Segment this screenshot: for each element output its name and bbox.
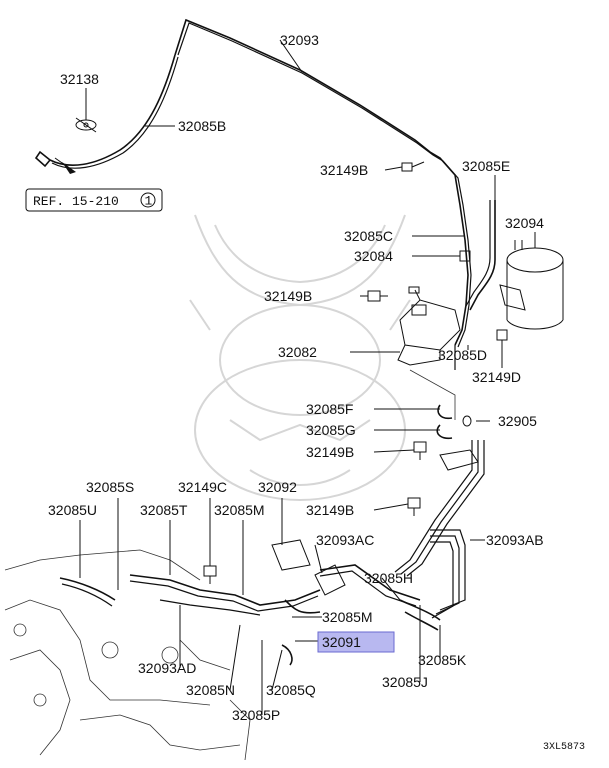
footer-code: 3XL5873 [543,742,585,753]
pipe-32093 [174,18,469,346]
label-32085E[interactable]: 32085E [462,158,510,174]
label-32149B-bottom[interactable]: 32149B [306,502,354,518]
label-32093AB[interactable]: 32093AB [486,532,544,548]
bolt-32149D [496,329,508,348]
clip-32138 [75,117,97,133]
label-32085J[interactable]: 32085J [382,674,428,690]
bolt-32149B-mid [367,290,388,302]
label-32084[interactable]: 32084 [354,248,393,264]
watermark-logo [189,214,411,501]
label-32085B[interactable]: 32085B [178,118,226,134]
engine-block [4,549,251,761]
pipe-bundle-32093AB [394,440,485,619]
label-32085P[interactable]: 32085P [232,707,280,723]
label-32085N[interactable]: 32085N [186,682,235,698]
bolt-32149C [203,565,217,584]
hose-32085K [404,611,439,631]
label-32149B-top[interactable]: 32149B [320,162,368,178]
bracket-32092 [271,539,311,571]
hose-32085M-low [284,599,321,614]
ref-box: REF. 15-210 1 [25,188,163,212]
label-32149B-mid[interactable]: 32149B [264,288,312,304]
label-32091[interactable]: 32091 [322,634,361,650]
label-32085M-low[interactable]: 32085M [322,609,373,625]
solenoid-32082 [397,286,461,366]
label-32085C[interactable]: 32085C [344,228,393,244]
label-32085T[interactable]: 32085T [140,502,188,518]
label-32085M-top[interactable]: 32085M [214,502,265,518]
label-32138[interactable]: 32138 [60,71,99,87]
hose-32085F [437,404,453,420]
label-32082[interactable]: 32082 [278,344,317,360]
label-32085D[interactable]: 32085D [438,347,487,363]
label-32085Q[interactable]: 32085Q [266,682,316,698]
label-32093AC[interactable]: 32093AC [316,532,374,548]
label-32085K[interactable]: 32085K [418,652,467,668]
hose-32085B [49,54,176,166]
ref-circle-number: 1 [145,194,153,209]
hose-32085U [59,577,116,601]
label-32085G[interactable]: 32085G [306,422,356,438]
oring-32905 [462,415,472,427]
hose-32085G [436,424,453,440]
hose-32085E [469,200,496,311]
bolt-32149B-low [413,441,427,460]
label-32085H[interactable]: 32085H [364,570,413,586]
canister-32094 [499,240,564,330]
hose-32085Q [281,644,293,666]
label-32092[interactable]: 32092 [258,479,297,495]
label-32149C[interactable]: 32149C [178,479,227,495]
pipe-32093AC [319,564,421,601]
label-32093[interactable]: 32093 [280,32,319,48]
highlight-32091-box [317,631,395,653]
bolt-32149B-top [401,161,425,172]
label-32149D[interactable]: 32149D [472,369,521,385]
bolt-32149B-bottom [407,497,421,516]
label-32085F[interactable]: 32085F [306,401,353,417]
label-32093AD[interactable]: 32093AD [138,660,196,676]
leader-lines [79,39,536,715]
label-32094[interactable]: 32094 [505,215,544,231]
label-32085U[interactable]: 32085U [48,502,97,518]
label-32085S[interactable]: 32085S [86,479,134,495]
label-32149B-low[interactable]: 32149B [306,444,354,460]
label-32905[interactable]: 32905 [498,413,537,429]
ref-text: REF. 15-210 [33,194,119,209]
